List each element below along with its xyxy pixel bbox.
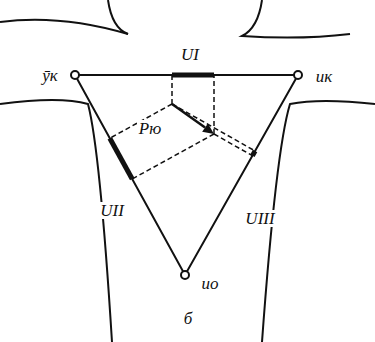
figure-letter: б xyxy=(182,310,195,327)
projection-line xyxy=(172,104,255,151)
electrode-point xyxy=(294,71,302,79)
einthoven-triangle xyxy=(75,75,298,275)
projection-line xyxy=(213,75,215,134)
electrode-label: ӯк xyxy=(40,67,60,84)
lead-projection xyxy=(252,151,255,156)
vector-arrowhead xyxy=(202,124,214,134)
heart-vector xyxy=(172,104,205,128)
electrode-point xyxy=(71,71,79,79)
vector-label: Pю xyxy=(137,120,163,137)
torso-outline xyxy=(0,100,112,342)
shoulder-outline xyxy=(0,20,128,34)
lead-projection xyxy=(110,138,132,179)
electrode-point xyxy=(181,271,189,279)
electrode-label: ио xyxy=(200,275,221,292)
lead-projection xyxy=(172,73,214,78)
lead-label: UII xyxy=(98,202,126,219)
projection-line xyxy=(110,104,172,138)
projection-line xyxy=(171,75,173,104)
projection-line xyxy=(132,134,214,179)
lead-label: UI xyxy=(179,46,201,63)
torso-outline xyxy=(262,101,375,342)
neck-outline xyxy=(242,0,350,38)
projection-line xyxy=(214,134,252,156)
lead-label: UIII xyxy=(243,210,276,227)
electrode-label: ик xyxy=(314,68,334,85)
